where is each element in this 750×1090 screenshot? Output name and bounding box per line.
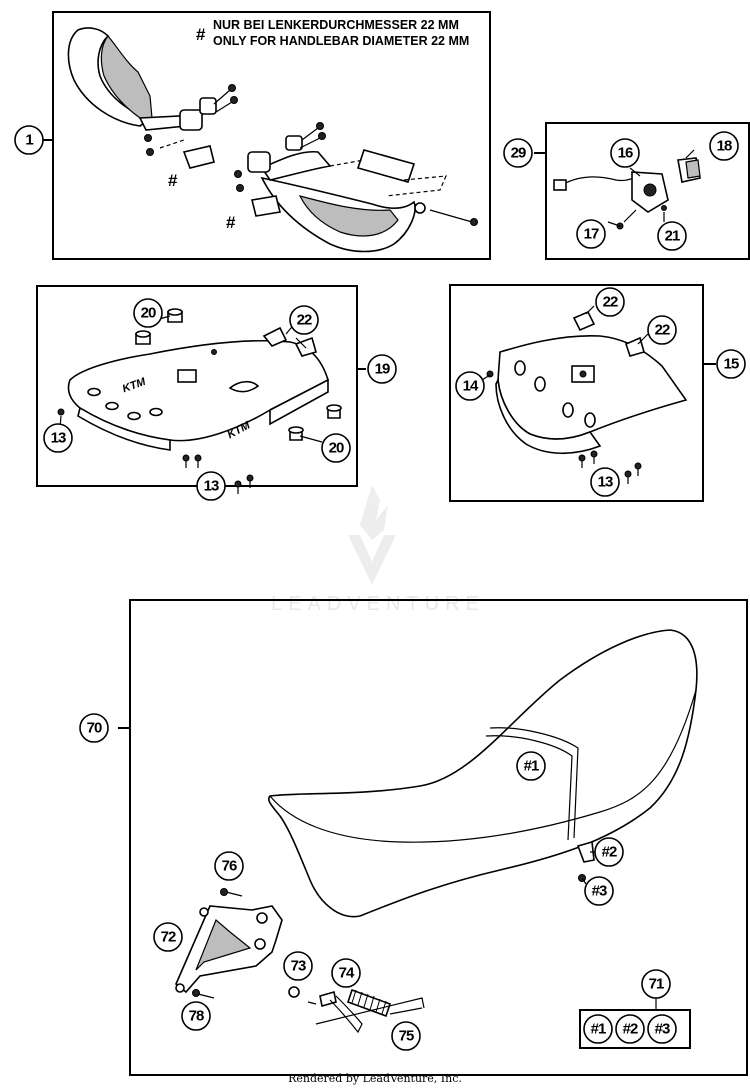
- note-english: ONLY FOR HANDLEBAR DIAMETER 22 MM: [213, 34, 469, 48]
- svg-text:22: 22: [297, 312, 312, 329]
- svg-text:13: 13: [51, 430, 66, 447]
- callout-19[interactable]: 19: [367, 354, 397, 384]
- switch-connector: [553, 179, 567, 191]
- svg-text:#3: #3: [655, 1021, 670, 1038]
- callout-14[interactable]: 14: [455, 371, 485, 401]
- bashplate-holes: [514, 360, 596, 428]
- handguard-right-shading: [298, 195, 399, 237]
- callout-13-box19[interactable]: 13: [196, 471, 226, 501]
- skidplate-bolts: [57, 408, 254, 494]
- svg-text:71: 71: [649, 976, 664, 993]
- callout-29[interactable]: 29: [503, 138, 533, 168]
- callout-74[interactable]: 74: [331, 958, 361, 988]
- box-handguards: # NUR BEI LENKERDURCHMESSER 22 MM ONLY F…: [43, 11, 491, 260]
- svg-text:19: 19: [375, 361, 390, 378]
- callout-16[interactable]: 16: [610, 138, 640, 168]
- svg-text:#3: #3: [592, 883, 607, 900]
- footer-credit: Rendered by LeadVenture, Inc.: [288, 1072, 462, 1085]
- callout-72[interactable]: 72: [153, 922, 183, 952]
- hash-note-symbol: #: [196, 25, 206, 44]
- svg-text:13: 13: [598, 474, 613, 491]
- clamp-right: [247, 151, 271, 173]
- svg-text:20: 20: [329, 440, 344, 457]
- box-bashplate: [449, 284, 716, 502]
- svg-text:75: 75: [399, 1028, 414, 1045]
- svg-text:22: 22: [603, 294, 618, 311]
- clamp-left-upper: [179, 109, 203, 131]
- seat: [267, 629, 698, 918]
- callout-13-box15[interactable]: 13: [590, 467, 620, 497]
- svg-text:22: 22: [655, 322, 670, 339]
- seat-lock-spring: [346, 988, 392, 1018]
- bashplate-bolts: [578, 450, 642, 484]
- box-seat: [118, 599, 748, 1076]
- callout-20-top[interactable]: 20: [133, 298, 163, 328]
- callout-22-box19[interactable]: 22: [289, 305, 319, 335]
- svg-text:18: 18: [717, 138, 732, 155]
- svg-text:#: #: [226, 213, 236, 232]
- watermark: LEADVENTURE: [271, 485, 485, 615]
- svg-text:73: 73: [291, 958, 306, 975]
- callout-13-left[interactable]: 13: [43, 423, 73, 453]
- box-switch: [534, 122, 750, 260]
- callouts: 1 29 16 18 17 21 20 22 19 13 20 13 22 22…: [14, 125, 746, 1051]
- svg-text:#2: #2: [623, 1021, 638, 1038]
- svg-text:14: 14: [463, 378, 479, 395]
- callout-71[interactable]: 71: [641, 969, 671, 999]
- handguard-right-bar: [260, 150, 332, 181]
- skidplate-holes: [87, 349, 260, 421]
- svg-text:78: 78: [189, 1008, 204, 1025]
- callout-22-box15-top[interactable]: 22: [595, 287, 625, 317]
- svg-text:1: 1: [25, 132, 33, 149]
- svg-text:13: 13: [204, 478, 219, 495]
- callout-17[interactable]: 17: [576, 219, 606, 249]
- svg-text:#: #: [168, 171, 178, 190]
- callout-hash-1-seat[interactable]: #1: [516, 751, 546, 781]
- callout-1[interactable]: 1: [14, 125, 44, 155]
- handguard-left-shading: [100, 35, 153, 119]
- handlebar-grip: [356, 149, 416, 183]
- svg-text:72: 72: [161, 929, 176, 946]
- svg-text:15: 15: [724, 356, 739, 373]
- svg-text:20: 20: [141, 305, 156, 322]
- svg-text:29: 29: [511, 145, 526, 162]
- seat-bracket: [576, 840, 595, 863]
- svg-text:16: 16: [618, 145, 633, 162]
- callout-hash-3[interactable]: #3: [584, 876, 614, 906]
- watermark-text: LEADVENTURE: [271, 593, 485, 615]
- handguard-left-bar: [138, 115, 188, 131]
- svg-text:17: 17: [584, 226, 599, 243]
- kit-hash-2[interactable]: #2: [615, 1014, 645, 1044]
- callout-70[interactable]: 70: [79, 713, 109, 743]
- box-skidplate: KTM KTM: [36, 285, 366, 494]
- callout-20-bottom[interactable]: 20: [321, 433, 351, 463]
- svg-text:21: 21: [665, 228, 680, 245]
- clamp-left-top: [199, 97, 217, 115]
- svg-text:74: 74: [339, 965, 355, 982]
- svg-text:#1: #1: [524, 758, 539, 775]
- svg-text:70: 70: [87, 720, 102, 737]
- kit-hash-1[interactable]: #1: [583, 1014, 613, 1044]
- callout-hash-2[interactable]: #2: [594, 837, 624, 867]
- callout-22-box15-right[interactable]: 22: [647, 315, 677, 345]
- callout-15[interactable]: 15: [716, 349, 746, 379]
- callout-76[interactable]: 76: [214, 851, 244, 881]
- callout-75[interactable]: 75: [391, 1021, 421, 1051]
- bolts-right: [234, 122, 478, 226]
- clamp-right-top: [285, 135, 303, 151]
- clamp-spacer-hash-1: [182, 145, 215, 169]
- note-german: NUR BEI LENKERDURCHMESSER 22 MM: [213, 18, 459, 32]
- kit-hash-3[interactable]: #3: [647, 1014, 677, 1044]
- svg-text:#2: #2: [602, 844, 617, 861]
- bolts-left: [144, 84, 238, 156]
- svg-text:#1: #1: [591, 1021, 606, 1038]
- callout-18[interactable]: 18: [709, 131, 739, 161]
- callout-73[interactable]: 73: [283, 951, 313, 981]
- svg-text:76: 76: [222, 858, 237, 875]
- switch-cable: [559, 175, 641, 187]
- callout-78[interactable]: 78: [181, 1001, 211, 1031]
- callout-21[interactable]: 21: [657, 221, 687, 251]
- clamp-spacer-hash-2: [251, 195, 281, 217]
